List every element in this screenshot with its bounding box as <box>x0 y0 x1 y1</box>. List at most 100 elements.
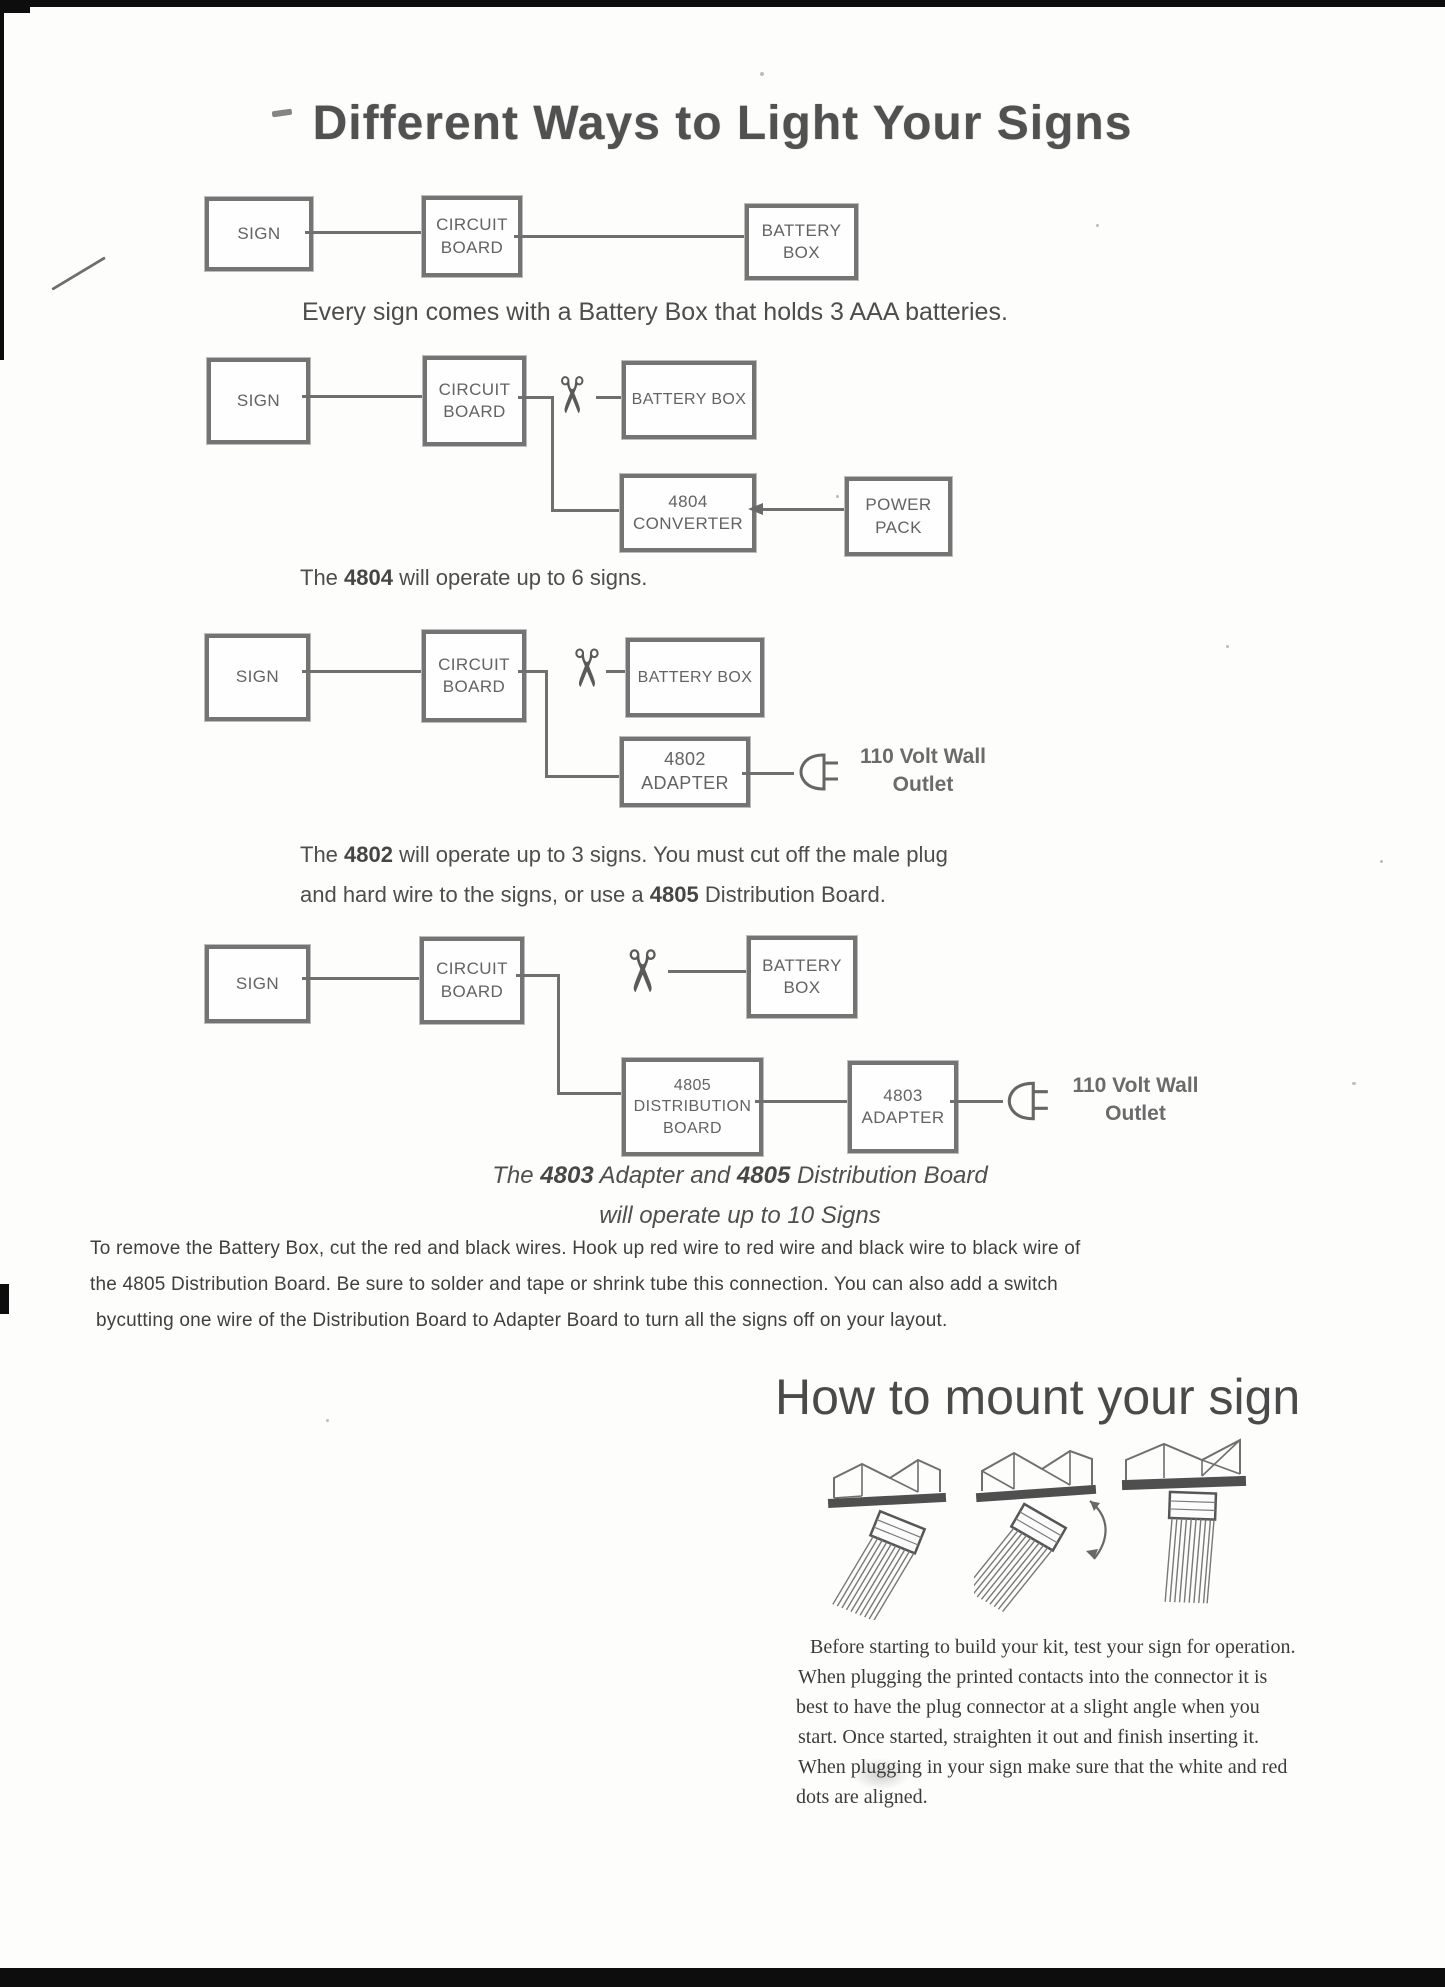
wall-outlet-line2: Outlet <box>892 773 954 797</box>
sign-box: SIGN <box>205 945 310 1023</box>
sign-box: SIGN <box>205 197 313 271</box>
page-title: Different Ways to Light Your Signs <box>312 97 1133 150</box>
battery-box: BATTERY BOX <box>622 361 756 439</box>
wire-drop-to-adapter <box>545 775 620 778</box>
circuit-board-label: CIRCUIT <box>438 379 511 399</box>
circuit-board-label: CIRCUIT <box>438 654 510 674</box>
caption-battery: Every sign comes with a Battery Box that… <box>302 298 1008 326</box>
caption-4802-line1: The 4802 will operate up to 3 signs. You… <box>300 842 948 868</box>
distribution-board-label: DISTRIBUTION <box>633 1098 752 1116</box>
caption-segment: The <box>492 1162 541 1189</box>
caption-segment: The <box>300 842 345 867</box>
mount-section-title: How to mount your sign <box>775 1369 1301 1425</box>
circuit-board-label: CIRCUIT <box>436 215 508 235</box>
scan-speck <box>1226 645 1229 648</box>
scan-speck <box>1380 860 1383 863</box>
adapter-4803-label: ADAPTER <box>861 1108 945 1127</box>
left-arrowhead-icon <box>748 503 763 515</box>
distribution-board-label: BOARD <box>663 1119 722 1137</box>
scan-speck <box>1352 1082 1356 1085</box>
wire-drop <box>557 974 560 1095</box>
caption-4802-line2: and hard wire to the signs, or use a 480… <box>300 882 886 908</box>
battery-box-label: BOX <box>782 243 821 262</box>
adapter-4803-box: 4803 ADAPTER <box>848 1061 958 1153</box>
sign-mount-step-3-illustration <box>1120 1438 1268 1610</box>
wire-drop <box>551 396 554 512</box>
mount-instructions-line-3: best to have the plug connector at a sli… <box>796 1696 1260 1718</box>
wire-sign-to-circuit <box>302 395 423 398</box>
mount-instructions-line-5: When plugging in your sign make sure tha… <box>798 1756 1288 1778</box>
wire-drop-to-distribution <box>557 1092 622 1095</box>
converter-label: 4804 <box>668 491 708 511</box>
scan-edge-left-mark <box>0 1284 9 1314</box>
converter-4804-box: 4804 CONVERTER <box>620 474 756 552</box>
power-pack-label: PACK <box>875 517 922 537</box>
battery-box-label: BATTERY BOX <box>631 391 747 409</box>
power-pack-box: POWER PACK <box>845 477 952 556</box>
mount-instructions-line-1: Before starting to build your kit, test … <box>810 1636 1296 1658</box>
distribution-board-label: 4805 <box>673 1077 712 1095</box>
scan-speck <box>1096 224 1099 227</box>
wire-circuit-to-battery <box>514 235 745 238</box>
mount-instructions-line-6: dots are aligned. <box>796 1786 928 1808</box>
wall-outlet-label: 110 Volt Wall Outlet <box>838 743 1008 800</box>
circuit-board-label: BOARD <box>443 402 506 421</box>
scan-speck <box>760 72 764 76</box>
adapter-4802-box: 4802 ADAPTER <box>620 737 750 807</box>
wire-drop-to-converter <box>551 509 620 512</box>
caption-segment: and hard wire to the signs, or use a <box>300 882 650 907</box>
wire-distribution-to-adapter <box>755 1100 848 1103</box>
wire-cut-to-battery <box>596 396 622 399</box>
battery-box: BATTERY BOX <box>626 638 764 717</box>
caption-segment: Distribution Board <box>790 1162 988 1189</box>
wire-powerpack-to-converter <box>752 508 845 511</box>
wall-outlet-line2: Outlet <box>1105 1102 1166 1126</box>
caption-bold-4804: 4804 <box>344 565 393 590</box>
scissors-icon: ✂ <box>555 646 614 690</box>
wire-circuit-stub <box>516 974 560 977</box>
scan-speck <box>836 495 839 498</box>
notes-line-2: the 4805 Distribution Board. Be sure to … <box>90 1274 1058 1295</box>
circuit-board-label: BOARD <box>442 677 506 696</box>
wire-sign-to-circuit <box>305 231 422 234</box>
wire-cut-to-battery <box>668 970 747 973</box>
caption-segment: will operate up to 3 signs. You must cut… <box>392 842 948 867</box>
battery-box: BATTERY BOX <box>745 204 858 280</box>
scan-speck <box>326 1419 329 1422</box>
battery-box-label: BATTERY BOX <box>637 668 753 686</box>
sign-mount-step-2-illustration <box>974 1443 1122 1619</box>
adapter-4803-label: 4803 <box>883 1085 923 1105</box>
caption-bold-4805: 4805 <box>736 1162 791 1189</box>
scissors-icon: ✂ <box>608 946 674 996</box>
sign-mount-step-1-illustration <box>826 1452 968 1620</box>
circuit-board-label: BOARD <box>440 237 504 257</box>
wall-outlet-label: 110 Volt Wall Outlet <box>1048 1072 1223 1129</box>
caption-4803-line2: will operate up to 10 Signs <box>599 1202 881 1229</box>
wire-cut-to-battery <box>606 670 626 673</box>
battery-box-label: BATTERY <box>762 955 842 975</box>
battery-box: BATTERY BOX <box>747 936 857 1018</box>
power-plug-icon <box>794 750 842 794</box>
caption-segment: will operate up to 6 signs. <box>392 565 648 590</box>
power-plug-icon <box>1002 1078 1052 1124</box>
sign-box-label: SIGN <box>236 390 281 410</box>
caption-bold-4805: 4805 <box>649 882 699 907</box>
circuit-board-label: BOARD <box>440 981 504 1001</box>
wire-adapter-to-plug <box>950 1100 1003 1103</box>
circuit-board-box: CIRCUIT BOARD <box>422 196 522 277</box>
sign-box-label: SIGN <box>235 973 280 993</box>
sign-box: SIGN <box>207 358 310 444</box>
converter-label: CONVERTER <box>632 514 744 533</box>
wire-drop <box>545 670 548 778</box>
sign-box-label: SIGN <box>235 667 280 687</box>
power-pack-label: POWER <box>865 495 932 515</box>
wall-outlet-line1: 110 Volt Wall <box>859 745 987 768</box>
sign-box-label: SIGN <box>237 223 281 243</box>
caption-segment: Adapter and <box>593 1162 737 1189</box>
caption-4804: The 4804 will operate up to 6 signs. <box>300 565 647 591</box>
adapter-4802-label: 4802 ADAPTER <box>641 749 729 793</box>
circuit-board-box: CIRCUIT BOARD <box>420 937 524 1024</box>
battery-box-label: BATTERY <box>761 220 842 240</box>
wire-sign-to-circuit <box>302 977 420 980</box>
